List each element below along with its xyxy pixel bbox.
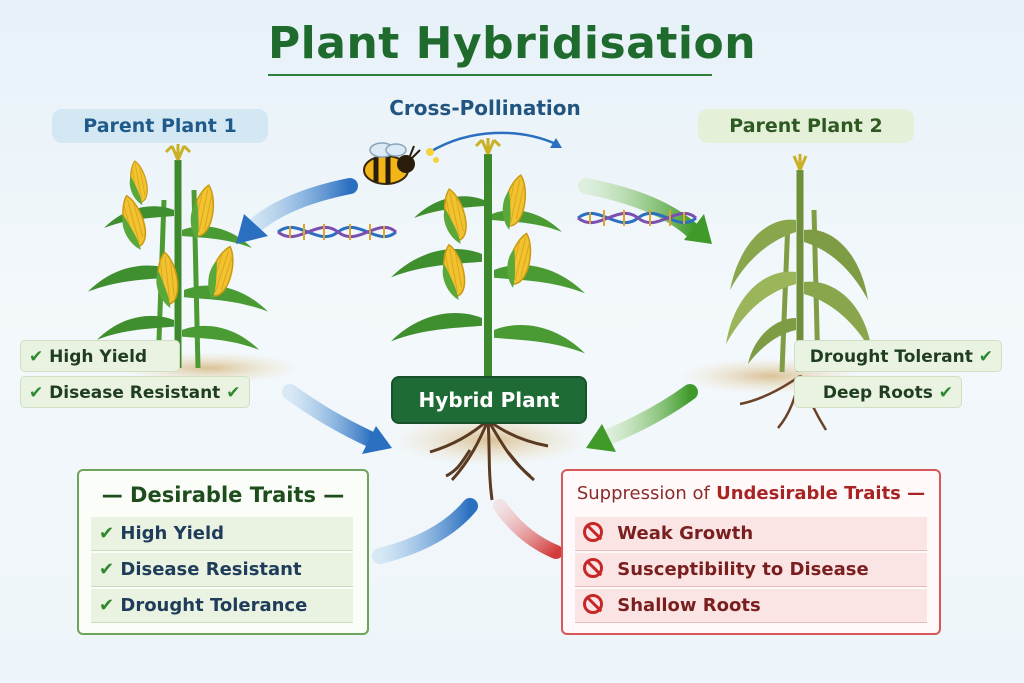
desirable-item-label: High Yield <box>120 523 225 544</box>
undesirable-item-label: Weak Growth <box>617 523 754 544</box>
check-icon: ✔ <box>29 347 44 367</box>
parent-plant-2-label: Parent Plant 2 <box>698 109 914 143</box>
dna-icon <box>277 224 397 240</box>
trait-label: Deep Roots <box>822 383 933 403</box>
undesirable-title-prefix: Suppression of <box>576 483 710 504</box>
undesirable-item: Shallow Roots <box>575 589 927 623</box>
bee-icon <box>363 142 439 185</box>
check-icon: ✔ <box>99 595 115 616</box>
page-title: Plant Hybridisation <box>267 18 757 69</box>
arrow-icon-to-desirable <box>372 498 478 564</box>
arrow-icon-left-to-hybrid <box>282 384 392 454</box>
desirable-traits-title: — Desirable Traits — <box>79 483 367 507</box>
desirable-item-label: Disease Resistant <box>120 559 302 580</box>
cross-pollination-label: Cross-Pollination <box>389 96 581 120</box>
parent1-trait-disease-resistant: ✔ Disease Resistant ✔ <box>20 376 250 408</box>
undesirable-item-label: Susceptibility to Disease <box>617 559 869 580</box>
arrow-icon-cross-pollination <box>429 131 562 154</box>
parent-plant-1-label: Parent Plant 1 <box>52 109 268 143</box>
parent2-trait-deep-roots: Deep Roots ✔ <box>794 376 962 408</box>
undesirable-item-label: Shallow Roots <box>617 595 761 616</box>
check-icon: ✔ <box>978 347 993 367</box>
check-icon: ✔ <box>29 383 44 403</box>
trait-label: Drought Tolerant <box>809 347 973 367</box>
desirable-item: ✔ High Yield <box>91 517 353 551</box>
arrow-icon-parent1 <box>236 178 358 244</box>
undesirable-item: Weak Growth <box>575 517 927 551</box>
parent1-trait-high-yield: ✔ High Yield <box>20 340 180 372</box>
desirable-item-label: Drought Tolerance <box>120 595 308 616</box>
roots-icon <box>429 418 549 501</box>
undesirable-item: Susceptibility to Disease <box>575 553 927 587</box>
desirable-item: ✔ Drought Tolerance <box>91 589 353 623</box>
undesirable-title-keyword: Undesirable Traits <box>716 483 901 504</box>
no-entry-icon <box>583 594 603 614</box>
desirable-title-text: Desirable Traits <box>130 483 316 507</box>
trait-label: High Yield <box>49 347 148 367</box>
parent2-trait-drought-tolerant: Drought Tolerant ✔ <box>794 340 1002 372</box>
trait-label: Disease Resistant <box>49 383 221 403</box>
desirable-traits-box: — Desirable Traits — ✔ High Yield ✔ Dise… <box>77 469 369 635</box>
corn-plant-icon-hybrid <box>391 138 585 380</box>
undesirable-traits-title: Suppression of Undesirable Traits — <box>563 483 939 504</box>
arrow-icon-right-to-hybrid <box>586 384 698 452</box>
arrow-icon-parent2 <box>578 178 712 244</box>
check-icon: ✔ <box>226 383 241 403</box>
check-icon: ✔ <box>938 383 953 403</box>
dash: — <box>907 483 926 504</box>
dash: — <box>323 483 345 507</box>
corn-plant-icon <box>88 144 268 369</box>
no-entry-icon <box>583 522 603 542</box>
check-icon: ✔ <box>99 523 115 544</box>
undesirable-traits-box: Suppression of Undesirable Traits — Weak… <box>561 469 941 635</box>
hybrid-plant-label: Hybrid Plant <box>391 376 587 424</box>
arrow-icon-to-undesirable <box>493 499 563 559</box>
check-icon: ✔ <box>99 559 115 580</box>
dna-icon-right <box>577 210 697 226</box>
no-entry-icon <box>583 558 603 578</box>
title-underline <box>268 74 712 76</box>
dash: — <box>101 483 123 507</box>
desirable-item: ✔ Disease Resistant <box>91 553 353 587</box>
